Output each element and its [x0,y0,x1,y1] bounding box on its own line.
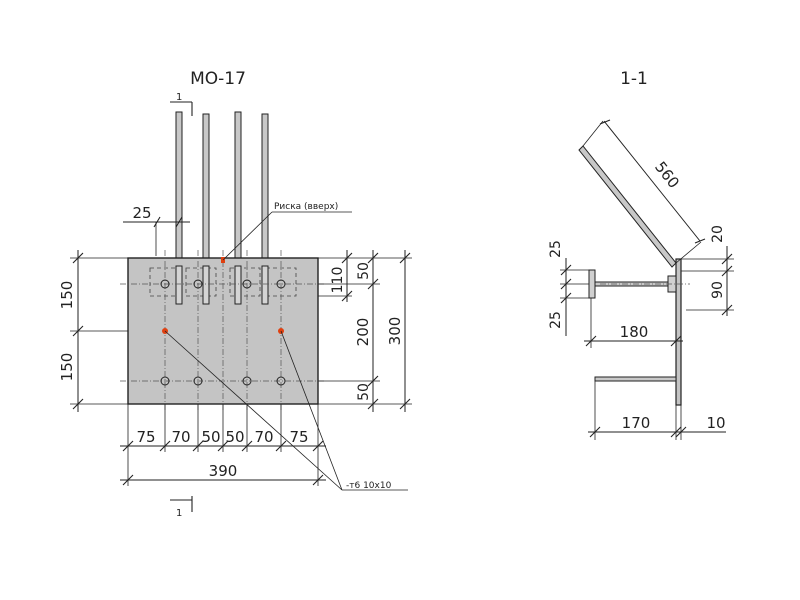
anchor-rod-3 [234,111,242,263]
dim-20-text: 20 [710,225,726,243]
dim-left-25-top: 25 [548,240,564,258]
dim-bottom-75-right: 75 [289,428,308,446]
dim-left: 150 150 [58,250,128,412]
dim-170-text: 170 [622,414,651,432]
dim-right-section: 20 90 [681,225,734,316]
dim-bottom-75-left: 75 [136,428,155,446]
anchor-rod-1 [175,111,183,263]
plate-leader: -т6 10х10 [164,330,408,491]
section-title: 1-1 [620,69,648,89]
dim-left-150-bottom: 150 [58,353,76,382]
dim-right-300: 300 [386,317,404,346]
risk-leader: Риска (вверх) [222,202,352,261]
dim-bottom-segments: 75 70 50 50 70 75 [120,404,326,486]
dim-right-200: 200 [354,318,372,347]
top-brackets [149,265,297,305]
dim-top-offset-text: 25 [132,204,151,222]
dim-bottom-50-right: 50 [225,428,244,446]
risk-label: Риска (вверх) [274,202,338,212]
dim-bottom-70-left: 70 [171,428,190,446]
dim-right-50-top: 50 [356,262,372,280]
section-mark-bottom-label: 1 [176,508,182,519]
anchor-rod-4 [261,113,269,263]
section-mark-bottom: 1 [170,496,193,519]
dim-right-inner: 50 110 200 50 [318,250,380,412]
dim-bottom-total: 390 [120,462,326,486]
section-stud-head [588,269,596,299]
dim-right-outer: 300 [380,250,412,412]
plate-label: -т6 10х10 [346,481,392,491]
dim-bottom-70-right: 70 [254,428,273,446]
front-view: МО-17 1 [58,69,412,519]
dim-560-text: 560 [651,158,683,192]
dim-bottom-390: 390 [209,462,238,480]
dim-90-text: 90 [710,281,726,299]
dim-10-text: 10 [706,414,725,432]
section-lower-stud [594,376,677,382]
dim-170-10: 170 10 [588,381,726,440]
dim-right-50-bottom: 50 [356,383,372,401]
section-mark-top: 1 [170,92,193,116]
anchor-rod-2 [202,113,210,263]
dim-right-110: 110 [330,267,346,294]
dim-left-150-top: 150 [58,281,76,310]
section-view: 1-1 560 20 9 [548,69,734,440]
dim-bottom-50-left: 50 [201,428,220,446]
dim-180: 180 [584,298,683,348]
section-mark-top-label: 1 [176,92,182,103]
dim-560: 560 [582,119,706,264]
dim-180-text: 180 [620,323,649,341]
front-title: МО-17 [190,69,246,89]
section-plate [675,258,682,406]
bolt-holes [160,279,286,386]
dim-left-section: 25 25 [548,240,589,336]
dim-left-25-bottom: 25 [548,311,564,329]
dim-top-offset: 25 [123,204,190,256]
